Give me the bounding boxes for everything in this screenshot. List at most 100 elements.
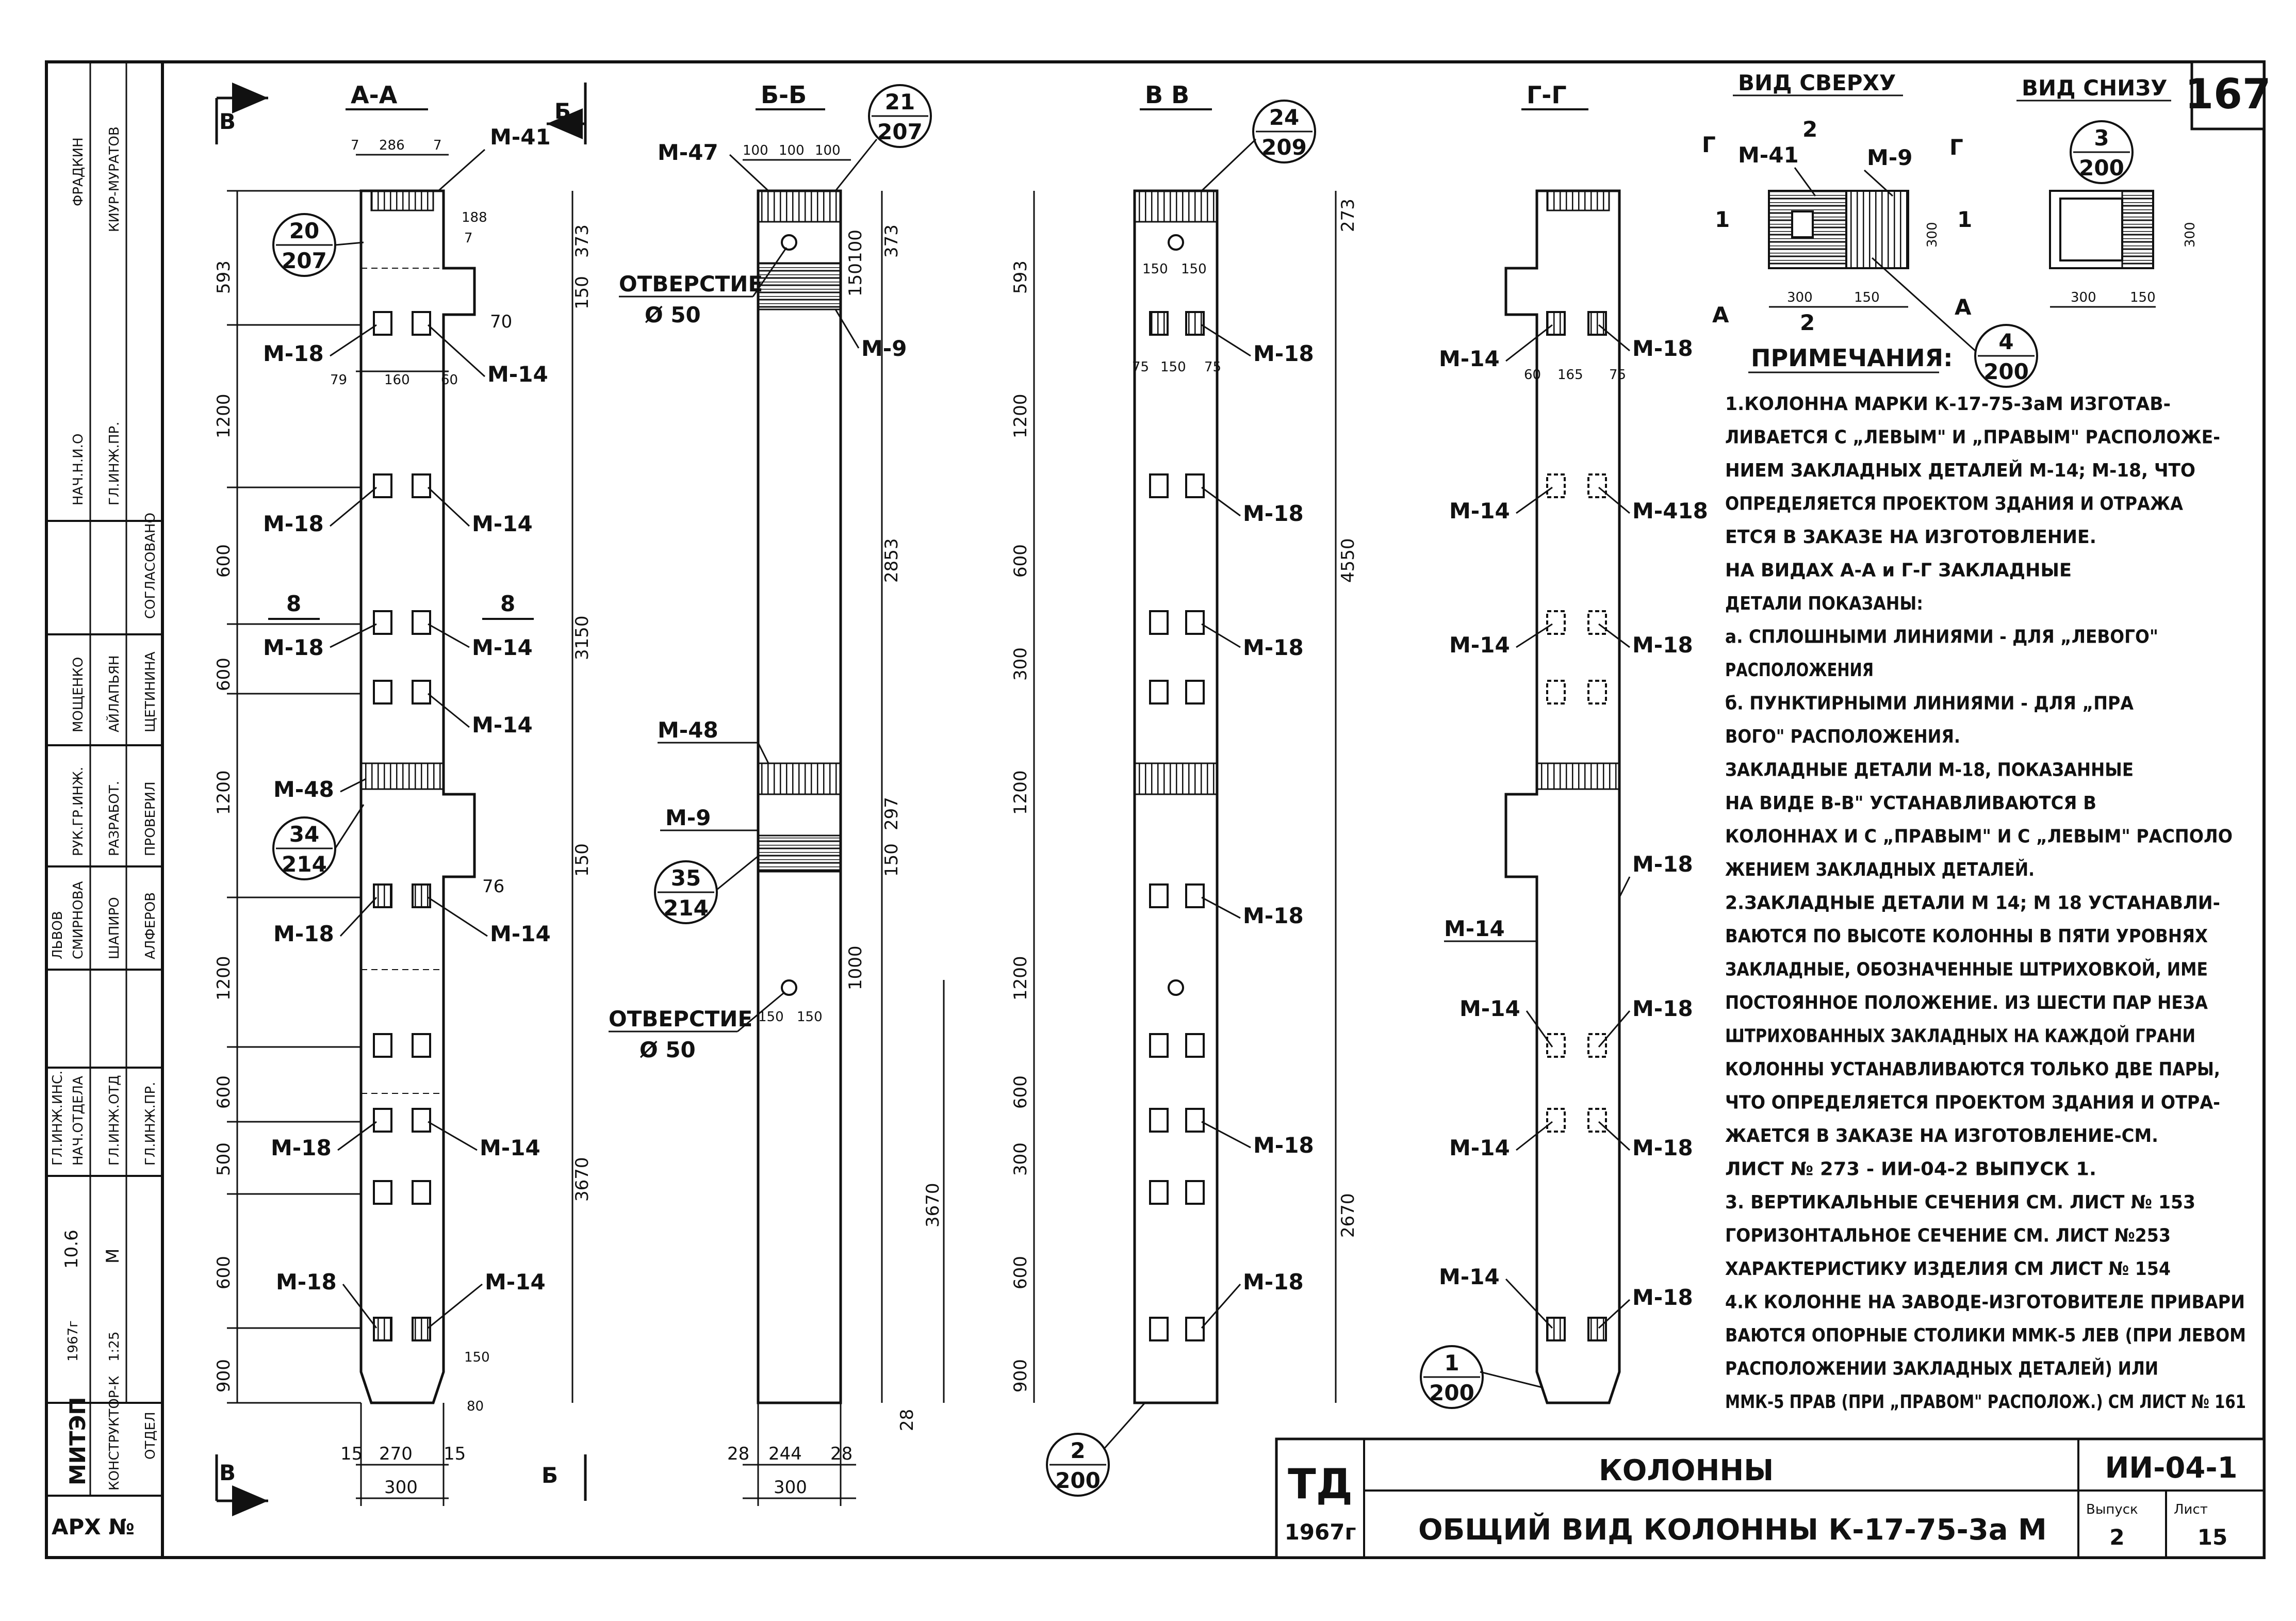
bb-right-dims: 100 150 373 2853 297 150 1000: [845, 224, 902, 990]
svg-text:150: 150: [1181, 261, 1207, 277]
svg-text:373: 373: [881, 224, 902, 258]
aa-m41: М-41: [490, 124, 551, 150]
note-line: ММК-5 ПРАВ (ПРИ „ПРАВОМ" РАСПОЛОЖ.) СМ Л…: [1725, 1391, 2246, 1413]
gg-m18-2: М-18: [1632, 632, 1693, 658]
section-bb: Б-Б М-47 М-9 ОТВЕРСТИЕ Ø 50 М-48 М-9 ОТВ…: [609, 81, 932, 1506]
svg-text:150: 150: [797, 1009, 823, 1025]
tv-cut-g2: Г: [1949, 135, 1963, 160]
outer-frame: [45, 60, 2266, 1559]
notes-block: ПРИМЕЧАНИЯ: 1.КОЛОННА МАРКИ К-17-75-3аМ …: [1725, 344, 2246, 1413]
cut-letter-b-top: Б: [554, 99, 571, 124]
svg-text:150: 150: [845, 263, 866, 297]
svg-text:75: 75: [1609, 367, 1626, 383]
column-aa-m48-band: [360, 762, 445, 790]
bb-opening-top: [781, 234, 797, 251]
gg-m14-5: М-14: [1459, 996, 1520, 1021]
stamp-r5-d: АЛФЕРОВ: [143, 892, 158, 959]
aa-m18-4: М-18: [273, 921, 334, 946]
vv-opening-top: [1168, 234, 1184, 251]
callout-35-214: 35 214: [654, 855, 759, 924]
vv-opening-mid: [1168, 979, 1184, 996]
svg-text:28: 28: [727, 1444, 749, 1464]
column-vv-top-hatch: [1134, 190, 1218, 223]
tb-title2: ОБЩИЙ ВИД КОЛОННЫ К-17-75-3а М: [1418, 1513, 2047, 1547]
note-line: 3. ВЕРТИКАЛЬНЫЕ СЕЧЕНИЯ СМ. ЛИСТ № 153: [1725, 1192, 2195, 1213]
svg-text:300: 300: [384, 1477, 418, 1498]
svg-text:150: 150: [881, 843, 902, 877]
note-line: ЗАКЛАДНЫЕ ДЕТАЛИ М-18, ПОКАЗАННЫЕ: [1725, 760, 2134, 781]
column-aa-outline: [359, 189, 476, 1404]
svg-text:300: 300: [1010, 1142, 1031, 1176]
svg-text:21: 21: [885, 89, 915, 114]
svg-text:76: 76: [482, 876, 504, 897]
stamp-r6-c: ГЛ.ИНЖ.ОТД: [107, 1075, 122, 1166]
gg-m14-1: М-14: [1439, 346, 1500, 371]
svg-text:200: 200: [1983, 359, 2029, 384]
note-line: ХАРАКТЕРИСТИКУ ИЗДЕЛИЯ СМ ЛИСТ № 154: [1725, 1258, 2171, 1280]
vv-m18-1: М-18: [1253, 341, 1314, 366]
note-line: б. ПУНКТИРНЫМИ ЛИНИЯМИ - ДЛЯ „ПРА: [1725, 693, 2134, 714]
svg-text:150: 150: [758, 1009, 784, 1025]
svg-text:100: 100: [845, 230, 866, 263]
note-line: ЖЕНИЕМ ЗАКЛАДНЫХ ДЕТАЛЕЙ.: [1725, 859, 2035, 880]
tb-series: ИИ-04-1: [2105, 1451, 2237, 1485]
callout-2-200: 2 200: [1046, 1402, 1146, 1497]
stamp-r1-a: НАЧ.Н.И.О: [71, 434, 86, 505]
vv-m18-3: М-18: [1243, 635, 1304, 660]
stamp-r6-d: ГЛ.ИНЖ.ПР.: [143, 1082, 158, 1166]
tv-cut-1b: 1: [1957, 207, 1972, 232]
svg-text:300: 300: [1010, 647, 1031, 681]
column-vv-m48-hatch: [1134, 762, 1218, 795]
stamp-arch: АРХ №: [52, 1514, 135, 1540]
gg-m18-3: М-18: [1632, 852, 1693, 877]
note-line: ВАЮТСЯ ОПОРНЫЕ СТОЛИКИ ММК-5 ЛЕВ (ПРИ ЛЕ…: [1725, 1325, 2246, 1346]
note-line: РАСПОЛОЖЕНИЯ: [1725, 660, 1874, 681]
svg-text:214: 214: [282, 852, 327, 877]
gg-m14-3: М-14: [1449, 632, 1510, 658]
gg-m418: М-418: [1632, 498, 1708, 523]
svg-text:200: 200: [1429, 1380, 1474, 1405]
aa-m18-1: М-18: [263, 341, 324, 366]
note-line: ОПРЕДЕЛЯЕТСЯ ПРОЕКТОМ ЗДАНИЯ И ОТРАЖА: [1725, 494, 2183, 515]
svg-text:286: 286: [379, 138, 405, 153]
tv-dims: 300 150 300: [1787, 222, 1940, 305]
bb-top-dims: 100 100 100: [743, 143, 841, 158]
svg-text:300: 300: [2071, 290, 2096, 305]
svg-text:300: 300: [2183, 222, 2198, 248]
svg-text:150: 150: [572, 276, 593, 309]
svg-text:600: 600: [214, 1256, 234, 1289]
svg-text:60: 60: [1524, 367, 1541, 383]
note-line: ЖАЕТСЯ В ЗАКАЗЕ НА ИЗГОТОВЛЕНИЕ-СМ.: [1725, 1125, 2158, 1147]
svg-text:593: 593: [1010, 260, 1031, 294]
svg-text:900: 900: [1010, 1359, 1031, 1393]
gg-m18-4: М-18: [1632, 996, 1693, 1021]
gg-plates: [1546, 311, 1607, 1341]
aa-m18-6: М-18: [276, 1269, 337, 1295]
section-aa-title: А-А: [351, 81, 398, 109]
stamp-r8-a: МИТЭП: [65, 1397, 90, 1485]
svg-text:300: 300: [1787, 290, 1813, 305]
vv-right-dims: 273 4550 3670 2670: [923, 199, 1358, 1238]
section-gg: Г-Г М-14 М-18 М-14 М-418 М-14 М-18 М-18 …: [1420, 81, 1708, 1409]
svg-text:900: 900: [214, 1359, 234, 1393]
aa-cut-8-left: 8: [286, 591, 301, 616]
aa-m48: М-48: [273, 777, 334, 802]
svg-text:75: 75: [1132, 359, 1149, 375]
svg-text:209: 209: [1261, 135, 1307, 160]
svg-text:1: 1: [1444, 1350, 1459, 1376]
svg-text:593: 593: [214, 260, 234, 294]
svg-text:2: 2: [1070, 1438, 1085, 1463]
svg-text:150: 150: [2130, 290, 2156, 305]
bb-opening-label-2: ОТВЕРСТИЕ: [609, 1006, 752, 1031]
svg-text:165: 165: [1557, 367, 1583, 383]
note-line: РАСПОЛОЖЕНИИ ЗАКЛАДНЫХ ДЕТАЛЕЙ) ИЛИ: [1725, 1358, 2158, 1380]
svg-text:1000: 1000: [845, 945, 866, 990]
svg-text:3670: 3670: [923, 1183, 943, 1227]
svg-text:207: 207: [282, 248, 327, 273]
svg-text:500: 500: [214, 1142, 234, 1176]
column-bb-m48-hatch: [757, 762, 842, 795]
gg-m18-1: М-18: [1632, 336, 1693, 361]
note-line: а. СПЛОШНЫМИ ЛИНИЯМИ - ДЛЯ „ЛЕВОГО": [1725, 627, 2158, 648]
stamp-r7-c: М: [103, 1249, 123, 1264]
bb-bottom-dims: 28 244 28 300 28: [727, 1409, 917, 1498]
